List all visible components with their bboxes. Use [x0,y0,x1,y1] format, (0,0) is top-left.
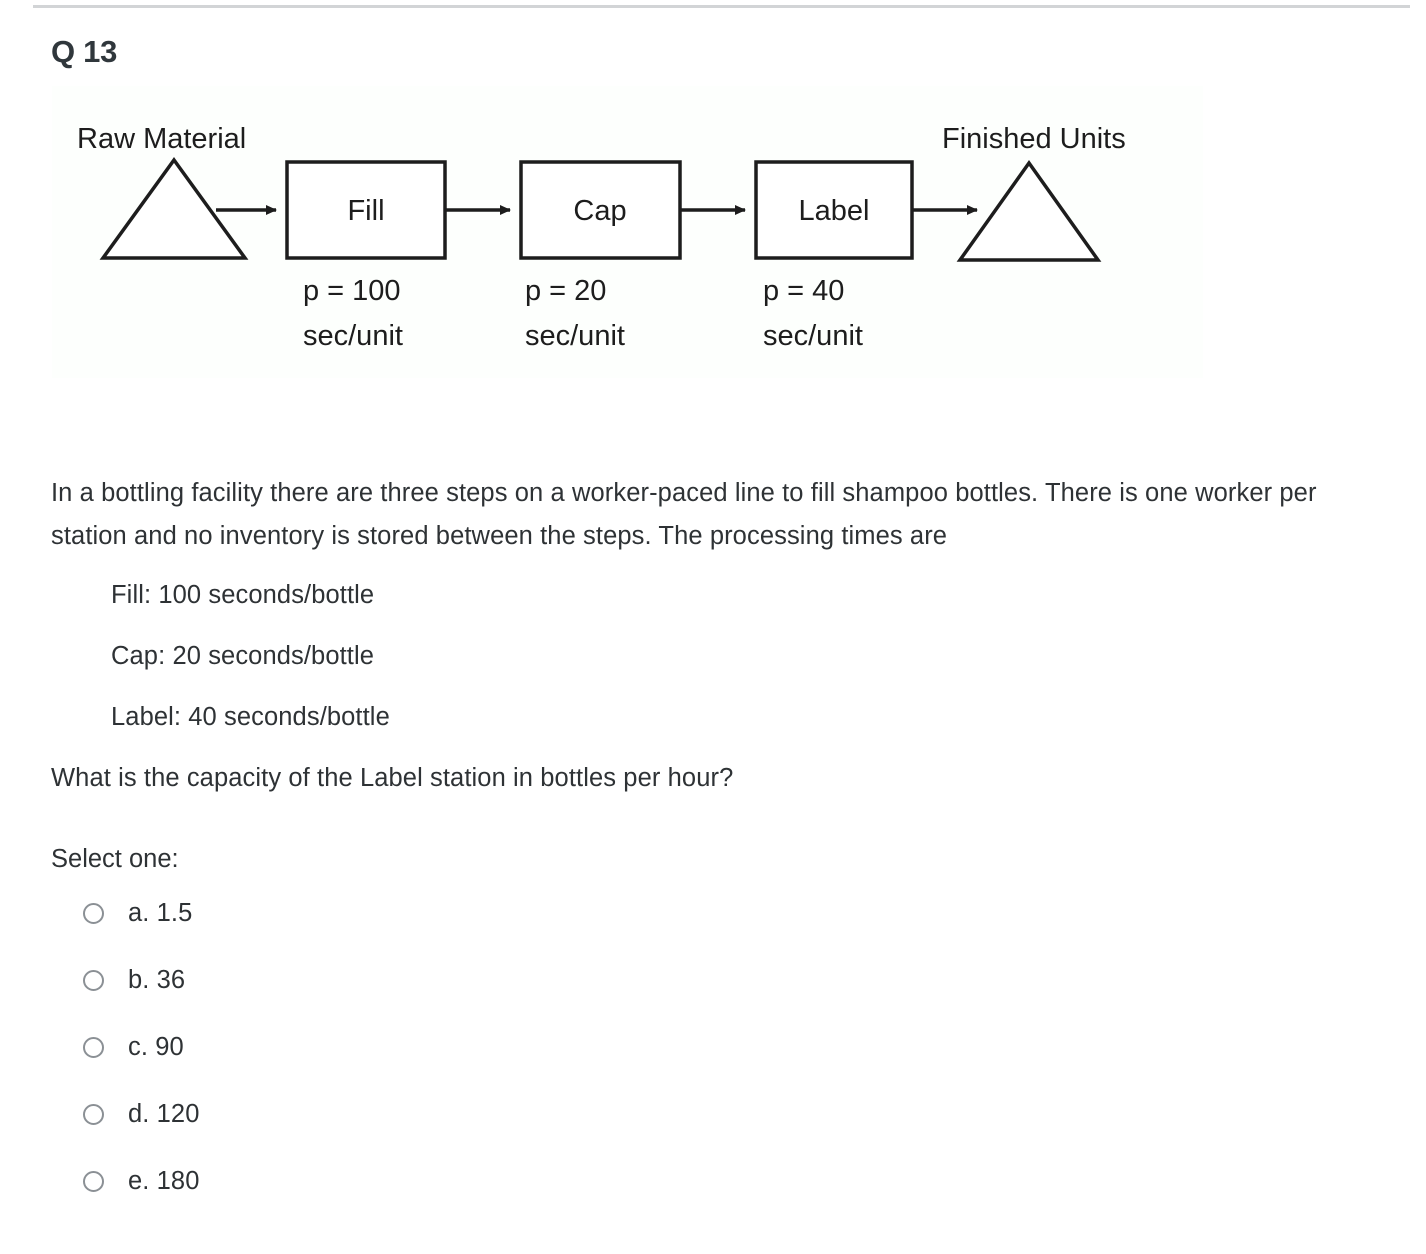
top-divider [33,5,1410,8]
select-one-label: Select one: [51,845,179,873]
finished-units-label: Finished Units [942,123,1126,155]
option-label-a[interactable]: a. 1.5 [128,899,193,927]
raw-material-label: Raw Material [77,123,246,155]
option-row-e[interactable]: e. 180 [51,1161,751,1201]
list-item: Fill: 100 seconds/bottle [111,581,375,609]
station-label-label: Label [799,195,870,227]
option-label-e[interactable]: e. 180 [128,1167,200,1195]
option-row-b[interactable]: b. 36 [51,960,751,1000]
station-label-cap: Cap [573,195,626,227]
option-label-d[interactable]: d. 120 [128,1100,200,1128]
radio-button-e[interactable] [83,1170,104,1192]
rate-unit-cap: sec/unit [525,320,625,352]
list-item: Label: 40 seconds/bottle [111,703,390,731]
radio-button-a[interactable] [83,902,104,924]
raw-material-triangle-icon [99,157,249,260]
rate-unit-label: sec/unit [763,320,863,352]
station-box-label [754,160,914,260]
rate-unit-fill: sec/unit [303,320,403,352]
radio-button-c[interactable] [83,1036,104,1058]
radio-button-d[interactable] [83,1103,104,1125]
finished-units-triangle-icon [956,159,1102,262]
option-label-b[interactable]: b. 36 [128,966,186,994]
option-row-a[interactable]: a. 1.5 [51,893,751,933]
radio-button-b[interactable] [83,969,104,991]
question-prompt: What is the capacity of the Label statio… [51,764,734,792]
question-body: In a bottling facility there are three s… [51,472,1399,800]
option-label-c[interactable]: c. 90 [128,1033,184,1061]
station-label-fill: Fill [347,195,384,227]
list-item: Cap: 20 seconds/bottle [111,642,375,670]
answer-options: Select one: a. 1.5 b. 36 c. 90 d. 120 e.… [51,843,751,1228]
rate-fill: p = 100 [303,275,401,307]
rate-label: p = 40 [763,275,844,307]
page-title: Q 13 [51,34,118,69]
station-box-fill [285,160,447,260]
processing-times-list: Fill: 100 seconds/bottle Cap: 20 seconds… [51,574,1399,739]
option-row-c[interactable]: c. 90 [51,1027,751,1067]
option-row-d[interactable]: d. 120 [51,1094,751,1134]
station-box-cap [519,160,682,260]
process-flow-diagram: Raw Material Fill Cap Label Finished Uni… [52,86,1203,378]
rate-cap: p = 20 [525,275,606,307]
intro-paragraph: In a bottling facility there are three s… [51,479,1317,550]
